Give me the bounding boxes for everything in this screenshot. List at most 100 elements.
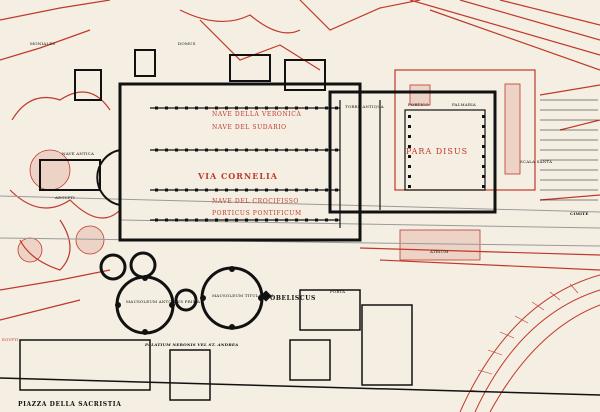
column: [225, 218, 228, 222]
column: [408, 155, 411, 158]
south-buildings: [0, 289, 600, 401]
label-portico: PORTICO: [408, 102, 429, 107]
column: [255, 188, 258, 192]
label-nave-veronica: NAVE DELLA VERONICA: [212, 111, 302, 118]
column: [295, 106, 298, 110]
column: [482, 155, 485, 158]
column: [215, 188, 218, 192]
column: [195, 188, 198, 192]
column: [245, 188, 248, 192]
label-porticus-pontificum: PORTICUS PONTIFICUM: [212, 210, 302, 217]
label-mausoleum-left: MAUSOLEUM ANTONIVS PRIMA: [126, 299, 201, 304]
label-torre-antiqua: TORRE ANTIQUA: [345, 104, 384, 109]
obelisk: [260, 290, 272, 302]
column: [315, 218, 318, 222]
column: [185, 218, 188, 222]
label-paradisus: PARA DISUS: [406, 147, 469, 156]
column: [305, 218, 308, 222]
label-obeliscus: OBELISCUS: [270, 295, 316, 302]
column: [265, 148, 268, 152]
column: [325, 106, 328, 110]
column: [325, 188, 328, 192]
column: [175, 148, 178, 152]
column: [315, 148, 318, 152]
column: [482, 115, 485, 118]
column: [285, 218, 288, 222]
column: [185, 148, 188, 152]
column: [175, 188, 178, 192]
column: [275, 218, 278, 222]
column: [305, 188, 308, 192]
column: [165, 106, 168, 110]
column: [245, 218, 248, 222]
column: [165, 188, 168, 192]
column: [275, 188, 278, 192]
apse: [39, 49, 326, 206]
label-domus: DOMUS: [178, 41, 196, 46]
column: [185, 188, 188, 192]
column: [285, 188, 288, 192]
column: [335, 188, 338, 192]
column: [225, 106, 228, 110]
label-moniales: MONIALES: [30, 41, 56, 46]
column: [265, 188, 268, 192]
label-cimitero: CIMITE: [570, 211, 589, 216]
column: [482, 185, 485, 188]
column: [315, 106, 318, 110]
column: [215, 148, 218, 152]
column: [295, 148, 298, 152]
column: [155, 188, 158, 192]
column: [482, 135, 485, 138]
column: [265, 218, 268, 222]
label-via-cornelia: VIA CORNELIA: [198, 171, 278, 181]
column: [285, 148, 288, 152]
column: [235, 218, 238, 222]
column: [275, 106, 278, 110]
column: [255, 106, 258, 110]
column: [325, 148, 328, 152]
column: [295, 188, 298, 192]
column: [185, 106, 188, 110]
column: [315, 188, 318, 192]
column: [205, 148, 208, 152]
column: [295, 218, 298, 222]
column: [225, 148, 228, 152]
colonnade-arc: [459, 274, 600, 412]
label-nave-sudario: NAVE DEL SUDARIO: [212, 124, 287, 131]
column: [482, 175, 485, 178]
column: [155, 218, 158, 222]
label-nave-antica: NAVE ANTICA: [62, 151, 95, 156]
label-porta: PORTA: [330, 289, 346, 294]
column: [408, 125, 411, 128]
label-atrium: ATRIUM: [430, 249, 449, 254]
column: [195, 106, 198, 110]
columns: [155, 106, 485, 222]
column: [205, 106, 208, 110]
column: [245, 148, 248, 152]
basilica-walls: [118, 82, 497, 242]
mausoleum-niches: [115, 266, 264, 335]
label-scala-santa: SCALA SANTA: [520, 159, 553, 164]
column: [408, 145, 411, 148]
column: [155, 106, 158, 110]
column: [408, 135, 411, 138]
label-piazza-sacristia: PIAZZA DELLA SACRISTIA: [18, 401, 122, 408]
column: [175, 106, 178, 110]
column: [408, 175, 411, 178]
label-egypti: EGYPTI: [2, 337, 19, 342]
label-aegypti: AEGYPTI: [55, 195, 75, 200]
column: [195, 148, 198, 152]
column: [215, 218, 218, 222]
column: [205, 188, 208, 192]
colonnade-ticks: [469, 283, 579, 393]
label-nave-crocifisso: NAVE DEL CROCIFISSO: [212, 198, 299, 205]
column: [285, 106, 288, 110]
column: [225, 188, 228, 192]
label-basilica: BASILICA: [292, 81, 314, 86]
column: [335, 148, 338, 152]
column: [195, 218, 198, 222]
column: [235, 106, 238, 110]
steps: [540, 99, 598, 201]
column: [235, 188, 238, 192]
